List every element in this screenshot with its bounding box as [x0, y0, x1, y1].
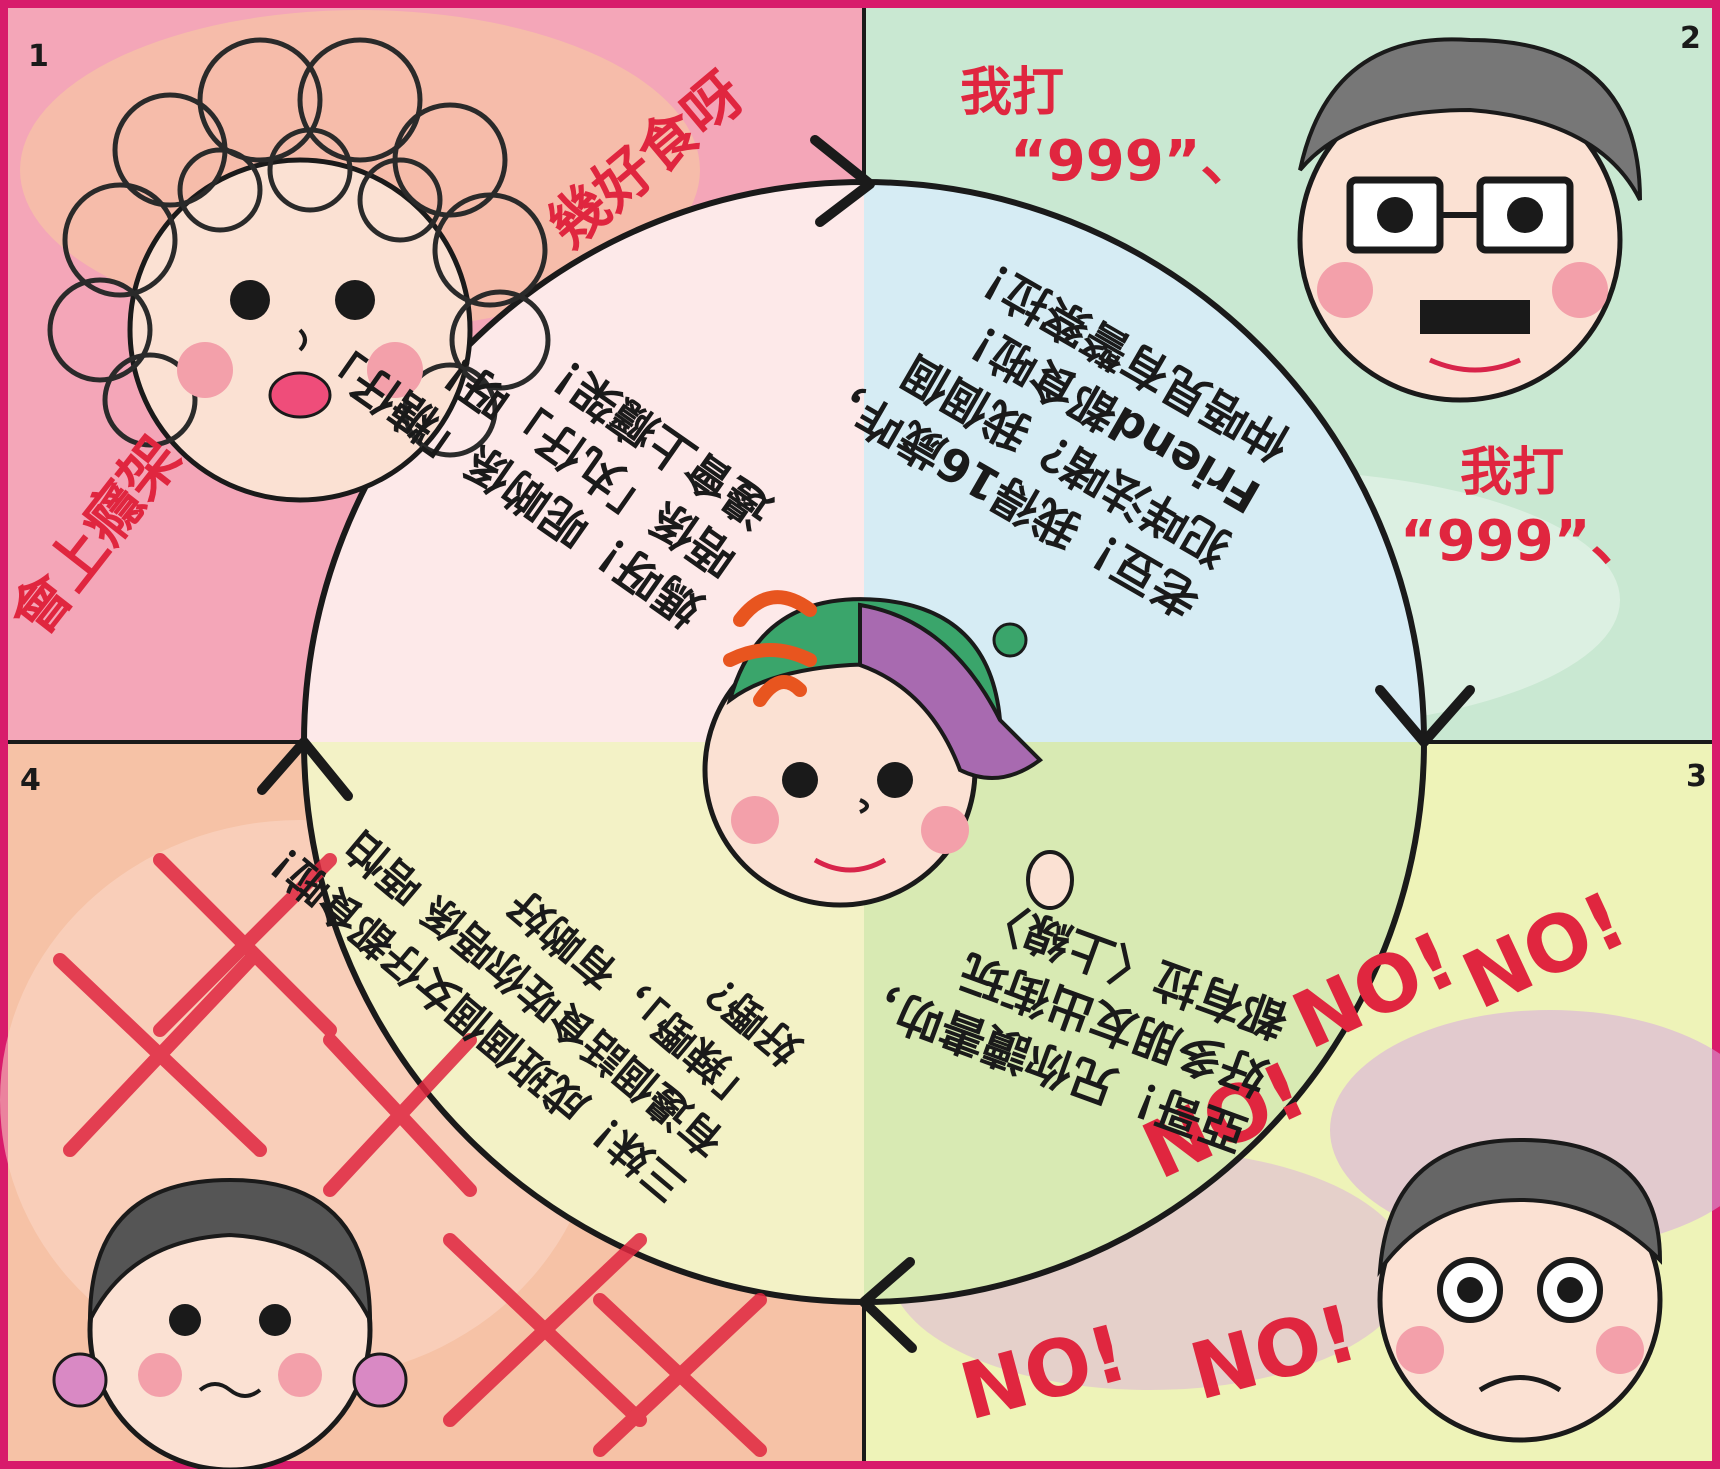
circle-quadrant-3 [864, 742, 1424, 1302]
arrow-top [810, 135, 875, 227]
circle-quadrant-2 [864, 182, 1424, 742]
brother-character [1377, 1137, 1663, 1443]
mother-character [47, 37, 551, 503]
arrow-left [257, 737, 353, 801]
red-x-marks [53, 853, 767, 1457]
circle-quadrant-4 [304, 742, 864, 1302]
panel-2-shout-top-2: “999”、 [1010, 129, 1257, 194]
panel-2-number: 2 [1680, 21, 1701, 56]
panel-2-shout-mid-2: “999”、 [1400, 509, 1647, 574]
panel-3-number: 3 [1686, 759, 1707, 794]
arrow-bottom [859, 1257, 917, 1353]
circle-quadrant-1 [304, 182, 864, 742]
panel-4-number: 4 [20, 763, 41, 798]
panel-2-shout-top-1: 我打 [960, 63, 1064, 123]
panel-2-shout-mid-1: 我打 [1460, 443, 1564, 503]
arrow-right [1375, 685, 1475, 747]
center-boy-character [702, 590, 1074, 910]
sister-character [52, 1177, 408, 1469]
father-character [1297, 37, 1642, 403]
panel-1-number: 1 [28, 39, 49, 74]
